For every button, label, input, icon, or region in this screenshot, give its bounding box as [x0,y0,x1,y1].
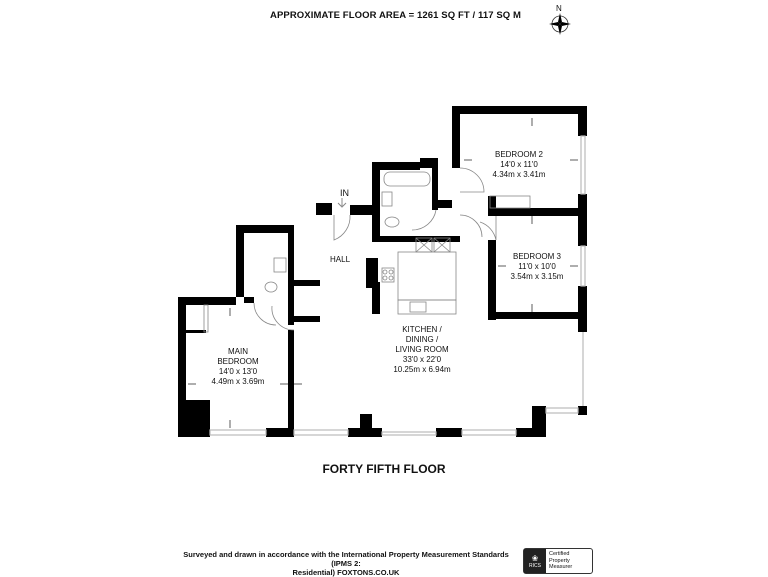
room-label-bedroom-3: BEDROOM 3 11'0 x 10'0 3.54m x 3.15m [498,252,576,282]
rics-emblem-icon: ❀ [531,553,539,563]
room-size-imperial: 14'0 x 11'0 [500,160,538,169]
rics-badge-text: Certified Property Measurer [549,551,573,570]
room-name: KITCHEN / [402,325,442,334]
room-name: BEDROOM 3 [512,252,561,261]
room-label-hall: HALL [330,255,351,264]
north-label: N [556,4,562,13]
room-size-imperial: 11'0 x 10'0 [518,262,556,271]
room-label-main-bedroom: MAIN BEDROOM 14'0 x 13'0 4.49m x 3.69m [196,347,280,387]
windows [209,135,586,436]
entrance-label: IN [340,188,349,198]
floor-title: FORTY FIFTH FLOOR [322,462,446,476]
survey-footnote: Surveyed and drawn in accordance with th… [172,550,520,577]
rics-badge: ❀ RICS Certified Property Measurer [523,548,593,574]
fixtures [203,167,531,333]
room-name: BEDROOM 2 [494,150,543,159]
room-name-line2: BEDROOM [217,357,259,366]
footnote-line-1: Surveyed and drawn in accordance with th… [183,550,509,568]
rics-logo: ❀ RICS [524,549,546,573]
room-name-line3: LIVING ROOM [395,345,449,354]
room-name: MAIN [228,347,248,356]
footnote-line-2: Residential) FOXTONS.CO.UK [292,568,400,577]
room-size-metric: 10.25m x 6.94m [393,365,451,374]
walls [178,106,587,437]
compass: N [546,4,574,36]
room-name-line2: DINING / [405,335,439,344]
room-label-kitchen-dining-living: KITCHEN / DINING / LIVING ROOM 33'0 x 22… [380,325,464,375]
room-size-metric: 4.49m x 3.69m [211,377,265,386]
room-label-bedroom-2: BEDROOM 2 14'0 x 11'0 4.34m x 3.41m [480,150,558,180]
room-size-metric: 3.54m x 3.15m [510,272,564,281]
entrance-arrow-icon [337,198,347,208]
room-size-imperial: 14'0 x 13'0 [218,367,258,376]
dimension-arrows [188,118,578,428]
room-size-imperial: 33'0 x 22'0 [402,355,442,364]
compass-rose-icon [549,13,571,35]
room-size-metric: 4.34m x 3.41m [492,170,546,179]
floor-area-heading: APPROXIMATE FLOOR AREA = 1261 SQ FT / 11… [270,10,522,21]
